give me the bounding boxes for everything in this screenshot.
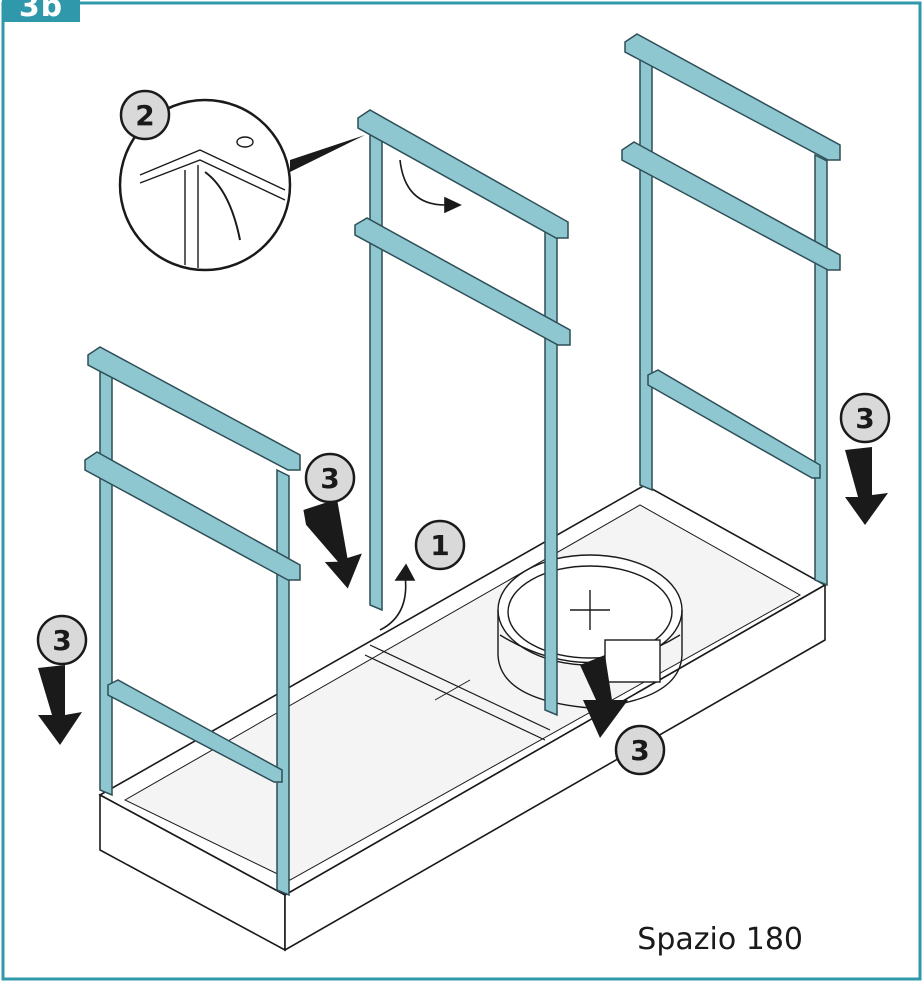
down-arrow xyxy=(580,655,628,738)
svg-text:3: 3 xyxy=(630,734,649,767)
svg-text:1: 1 xyxy=(430,529,449,562)
callout-3: 3 xyxy=(839,392,891,444)
middle-frame xyxy=(354,109,571,717)
callout-1: 1 xyxy=(414,519,466,571)
svg-text:3: 3 xyxy=(320,462,339,495)
callout-3: 3 xyxy=(614,724,666,776)
rotate-arrow xyxy=(379,563,416,631)
right-frame xyxy=(621,33,841,587)
down-arrow xyxy=(38,665,82,745)
step-label: 3b xyxy=(2,0,80,22)
left-frame xyxy=(84,346,301,897)
model-label: Spazio 180 xyxy=(637,922,803,957)
svg-text:2: 2 xyxy=(135,99,154,132)
down-arrow xyxy=(845,447,888,525)
callout-3: 3 xyxy=(304,452,356,504)
svg-text:3: 3 xyxy=(52,624,71,657)
callout-2: 2 xyxy=(119,89,171,141)
detail-zoom xyxy=(118,98,365,272)
callout-3: 3 xyxy=(36,614,88,666)
motor-unit xyxy=(497,554,683,709)
svg-text:3: 3 xyxy=(855,402,874,435)
cable-arrow xyxy=(399,159,462,214)
down-arrow xyxy=(303,498,362,589)
